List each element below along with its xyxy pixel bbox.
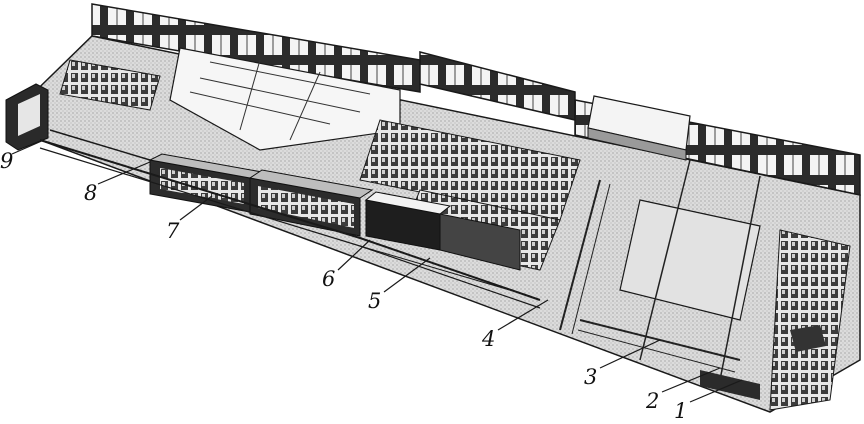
right-edge-equipment: [769, 229, 851, 411]
machine-row-7: [148, 153, 264, 213]
press-unit: [364, 191, 521, 271]
callout-3: 3: [584, 365, 597, 389]
office-block: [169, 47, 401, 151]
callout-8: 8: [84, 181, 97, 205]
callout-labels: 1 2 3 4 5 6 7 8 9: [0, 149, 687, 423]
callout-4: 4: [481, 327, 495, 351]
front-conveyor: [39, 129, 541, 309]
callout-9: 9: [0, 149, 13, 173]
rear-building: [587, 95, 691, 161]
machine-row-6: [248, 169, 374, 237]
callout-1: 1: [674, 399, 687, 423]
callout-2: 2: [645, 389, 659, 413]
callout-6: 6: [322, 267, 335, 291]
leader-lines: [11, 139, 743, 403]
left-end-block: [5, 83, 49, 151]
callout-5: 5: [368, 289, 381, 313]
callout-7: 7: [166, 219, 180, 243]
